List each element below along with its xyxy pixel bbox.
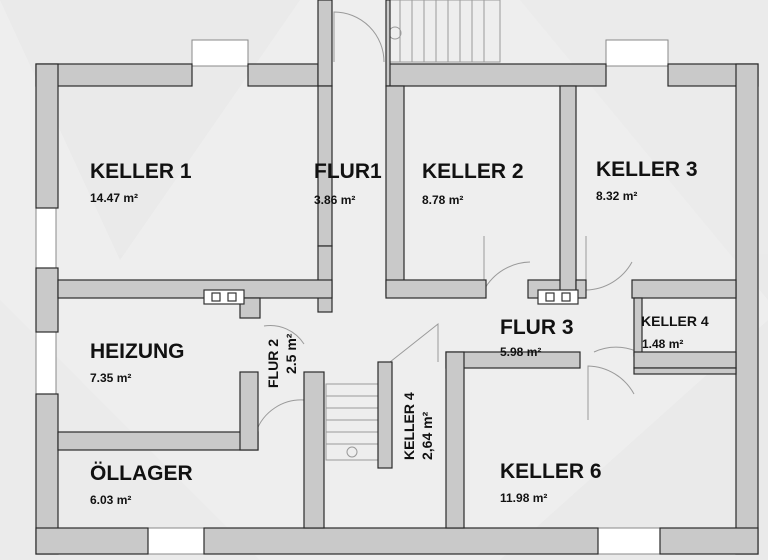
room-labels: KELLER 1 14.47 m² FLUR1 3.86 m² KELLER 2… <box>90 158 709 507</box>
room-area-flur2: 2.5 m² <box>283 333 299 374</box>
window-top-left <box>191 39 249 67</box>
room-area-heizung: 7.35 m² <box>90 371 131 385</box>
door-keller6 <box>587 365 635 420</box>
room-name-flur3: FLUR 3 <box>500 316 574 339</box>
room-area-keller1: 14.47 m² <box>90 191 138 205</box>
room-name-oellager: ÖLLAGER <box>90 462 193 485</box>
room-area-oellager: 6.03 m² <box>90 493 131 507</box>
room-area-keller4-small: 1.48 m² <box>642 337 683 351</box>
window-left-middle <box>35 331 57 395</box>
room-name-keller6: KELLER 6 <box>500 460 602 483</box>
stairs-top <box>387 0 501 63</box>
room-name-keller3: KELLER 3 <box>596 158 698 181</box>
window-left-upper <box>35 207 57 269</box>
room-area-keller2: 8.78 m² <box>422 193 463 207</box>
radiator-heizung <box>203 289 245 305</box>
door-keller3 <box>585 236 633 291</box>
room-name-keller1: KELLER 1 <box>90 160 192 183</box>
room-name-flur2: FLUR 2 <box>265 339 281 388</box>
fixtures <box>203 289 579 305</box>
room-area-keller4-corridor: 2,64 m² <box>419 411 435 460</box>
walls <box>35 0 759 555</box>
room-area-flur1: 3.86 m² <box>314 193 355 207</box>
room-name-keller2: KELLER 2 <box>422 160 524 183</box>
room-name-heizung: HEIZUNG <box>90 340 185 363</box>
window-bottom-left <box>147 527 205 555</box>
room-name-keller4-corridor: KELLER 4 <box>401 392 417 460</box>
room-area-keller3: 8.32 m² <box>596 189 637 203</box>
window-bottom-right <box>597 527 661 555</box>
door-flur2-upper <box>263 325 305 345</box>
radiator-flur3 <box>537 289 579 305</box>
room-area-flur3: 5.98 m² <box>500 345 541 359</box>
door-keller4-small <box>593 300 639 353</box>
stairs-bottom <box>325 383 379 461</box>
door-keller4-corr <box>389 322 439 363</box>
door-top-flur1 <box>333 11 385 63</box>
room-area-keller6: 11.98 m² <box>500 491 547 505</box>
window-top-right <box>605 39 669 67</box>
room-name-keller4-small: KELLER 4 <box>641 313 709 329</box>
door-flur2 <box>255 384 305 433</box>
room-name-flur1: FLUR1 <box>314 160 382 183</box>
door-keller2 <box>483 236 531 291</box>
